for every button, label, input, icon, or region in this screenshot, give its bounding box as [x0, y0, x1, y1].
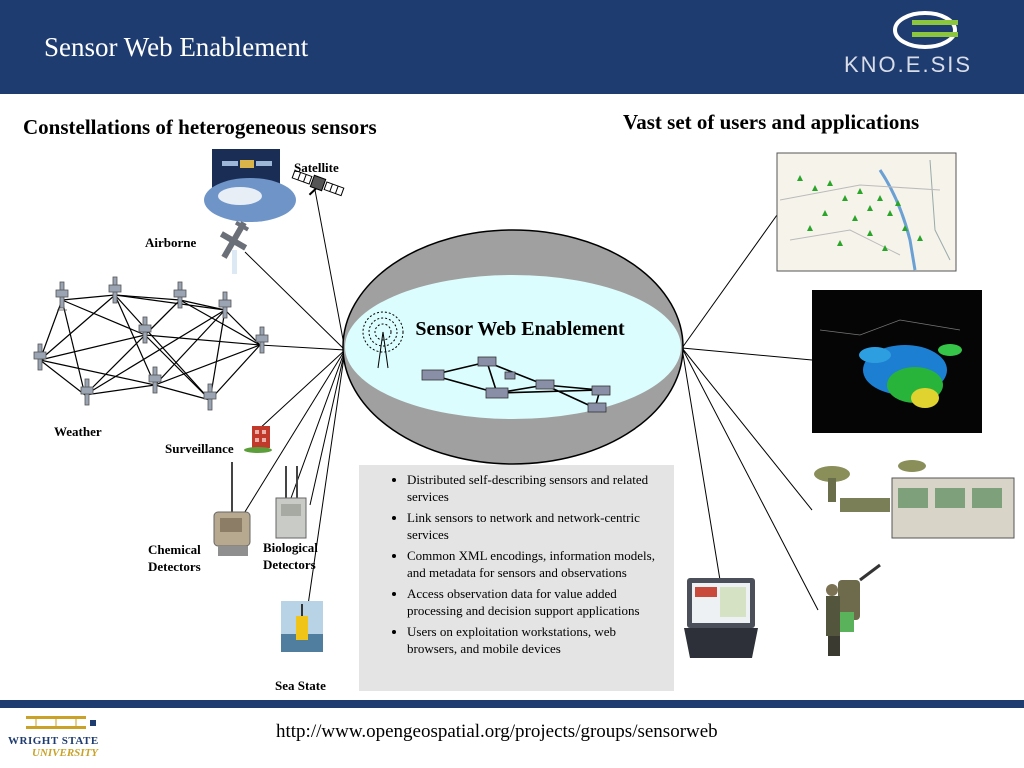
swe-features-box: Distributed self-describing sensors and …	[359, 465, 674, 691]
mobile-field-user-image	[826, 563, 881, 656]
airborne-aircraft-icon	[219, 220, 250, 259]
left-connection-lines	[242, 189, 346, 613]
laptop-workstation-image	[684, 578, 758, 658]
label-biological-line1: Biological	[263, 540, 318, 555]
map-markers	[797, 175, 923, 251]
label-chemical-line2: Detectors	[148, 559, 201, 574]
logo-text: KNO.E.SIS	[844, 52, 973, 77]
users-heading: Vast set of users and applications	[623, 110, 920, 134]
biological-detector-icon	[275, 466, 307, 539]
feature-item: Access observation data for value added …	[407, 585, 664, 619]
feature-item: Common XML encodings, information models…	[407, 547, 664, 581]
surveillance-building-icon	[244, 426, 272, 453]
feature-item: Distributed self-describing sensors and …	[407, 471, 664, 505]
label-biological-detectors: Biological Detectors	[263, 539, 318, 573]
right-connection-lines	[681, 214, 819, 611]
swe-inner-ellipse	[345, 275, 681, 419]
slide-title: Sensor Web Enablement	[44, 32, 309, 62]
university-name: WRIGHT STATE	[8, 735, 99, 747]
swe-features-list: Distributed self-describing sensors and …	[367, 471, 664, 657]
sea-state-buoy-photo	[281, 601, 323, 652]
footer-bar	[0, 700, 1024, 708]
weather-station-icons	[33, 276, 269, 411]
university-subtitle: UNIVERSITY	[32, 747, 99, 759]
label-biological-line2: Detectors	[263, 557, 316, 572]
chemical-detector-icon	[213, 462, 251, 556]
label-airborne: Airborne	[145, 235, 197, 250]
map-application-image	[776, 152, 957, 272]
sensorweb-url[interactable]: http://www.opengeospatial.org/projects/g…	[276, 721, 718, 742]
label-chemical-detectors: Chemical Detectors	[148, 541, 201, 575]
sensors-heading: Constellations of heterogeneous sensors	[23, 115, 377, 139]
swe-center-title: Sensor Web Enablement	[415, 318, 625, 340]
knoesis-logo-mark	[893, 11, 958, 49]
weather-radar-image	[812, 290, 982, 433]
feature-item: Users on exploitation workstations, web …	[407, 623, 664, 657]
label-satellite: Satellite	[294, 160, 339, 175]
antenna-tower-icon	[362, 311, 404, 369]
label-weather: Weather	[54, 424, 102, 439]
knoesis-logo: KNO.E.SIS	[840, 8, 1010, 84]
airborne-beam	[232, 250, 237, 274]
satellite-icon	[291, 169, 345, 197]
label-chemical-line1: Chemical	[148, 542, 201, 557]
wright-flyer-icon	[26, 716, 96, 729]
header-bar: Sensor Web Enablement KNO.E.SIS	[0, 0, 1024, 94]
field-command-post-image	[814, 460, 1015, 539]
label-sea-state: Sea State	[275, 678, 326, 693]
satellite-earth-photo	[204, 149, 296, 222]
network-server-icons	[421, 356, 611, 413]
wright-state-logo: WRIGHT STATE UNIVERSITY	[6, 712, 106, 762]
feature-item: Link sensors to network and network-cent…	[407, 509, 664, 543]
label-surveillance: Surveillance	[165, 441, 234, 456]
weather-mesh-lines	[39, 294, 261, 401]
